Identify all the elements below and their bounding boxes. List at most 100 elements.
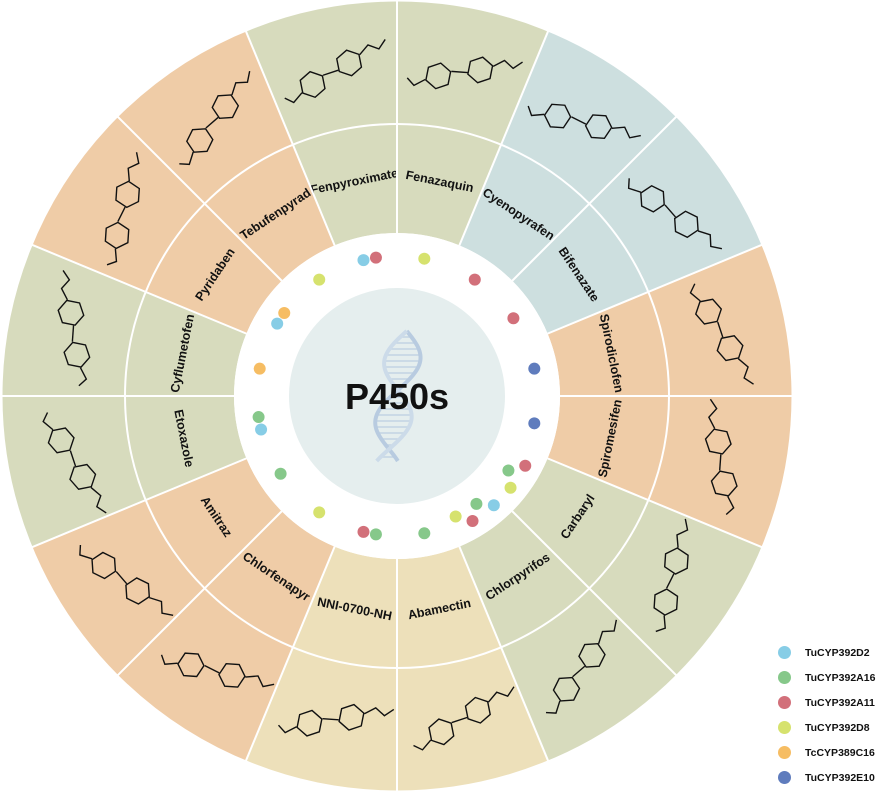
enzyme-dot-a11 (468, 273, 481, 286)
legend-label: TuCYP392D2 (805, 646, 870, 659)
legend-item: TcCYP389C16 (778, 740, 888, 765)
segment-divider (458, 30, 550, 246)
segment-fill (459, 31, 677, 281)
enzyme-dot-a16 (502, 464, 515, 477)
enzyme-dot-a16 (470, 497, 483, 510)
chemical-structure-icon (160, 652, 275, 688)
enzyme-dot-c16 (253, 362, 266, 375)
enzyme-dot-d8 (313, 273, 326, 286)
chemical-structure-icon (277, 703, 395, 737)
enzyme-dot-d2 (357, 254, 370, 267)
enzyme-dot-e10 (528, 417, 541, 430)
segment-spirodiclofen: Spirodiclofen (547, 244, 792, 396)
center-circle (289, 288, 505, 504)
segment-cyflumetofen: Cyflumetofen (2, 244, 247, 396)
enzyme-dot-d2 (487, 499, 500, 512)
enzyme-dot-a11 (369, 251, 382, 264)
enzyme-dot-d2 (255, 423, 268, 436)
enzyme-dot-d8 (418, 252, 431, 265)
segment-fill (512, 116, 762, 334)
segment-fill (1, 396, 247, 548)
enzyme-dot-a16 (418, 527, 431, 540)
segment-divider (547, 243, 763, 335)
segment-divider (31, 243, 247, 335)
enzyme-dot-a16 (369, 528, 382, 541)
legend-label: TuCYP392E10 (805, 771, 875, 784)
legend-dot-icon (778, 721, 791, 734)
segment-fill (32, 458, 282, 676)
chemical-structure-icon (653, 518, 689, 633)
chemical-structure-icon (406, 56, 523, 90)
legend-dot-icon (778, 746, 791, 759)
legend-dot-icon (778, 696, 791, 709)
segment-abamectin: Abamectin (397, 546, 549, 791)
chemical-structure-icon (704, 398, 738, 516)
enzyme-dot-d8 (313, 506, 326, 519)
segment-nni-0700-nh: NNI-0700-NH (245, 546, 397, 791)
segment-divider (458, 546, 550, 762)
segment-fill (2, 244, 247, 396)
enzyme-dot-c16 (278, 307, 291, 320)
segment-chlorpyrifos: Chlorpyrifos (459, 511, 677, 761)
segment-fill (32, 116, 282, 334)
segment-fenpyroximate: Fenpyroximate (245, 1, 399, 246)
segment-fill (512, 458, 762, 676)
segment-spiromesifen: Spiromesifen (547, 396, 792, 548)
compound-segments: FenazaquinCyenopyrafenBifenazateSpirodic… (1, 1, 792, 791)
segment-bifenazate: Bifenazate (512, 116, 762, 334)
chemical-structure-icon (179, 70, 251, 166)
enzyme-dot-a16 (252, 411, 265, 424)
legend-item: TuCYP392A11 (778, 690, 888, 715)
segment-carbaryl: Carbaryl (512, 458, 762, 676)
segment-amitraz: Amitraz (32, 458, 282, 676)
enzyme-dot-d2 (271, 317, 284, 330)
legend-label: TuCYP392A16 (805, 671, 876, 684)
legend-item: TuCYP392A16 (778, 665, 888, 690)
label-ring-border (124, 123, 670, 669)
segment-fill (117, 511, 335, 761)
legend-item: TuCYP392D8 (778, 715, 888, 740)
segment-chlorfenapyr: Chlorfenapyr (117, 511, 335, 761)
center-title: P450s (345, 376, 449, 417)
segment-fill (397, 1, 549, 246)
chemical-structure-icon (413, 686, 515, 751)
segment-divider (244, 546, 336, 762)
enzyme-dot-a11 (466, 514, 479, 527)
enzyme-dot-a11 (357, 525, 370, 538)
chemical-structure-icon (689, 283, 754, 385)
chemical-structure-icon (284, 39, 386, 104)
segment-divider (116, 510, 283, 677)
chemical-structure-icon (627, 178, 723, 250)
segment-divider (511, 115, 678, 282)
segment-divider (547, 457, 763, 549)
outer-border (1, 0, 793, 792)
legend-item: TuCYP392D2 (778, 640, 888, 665)
chemical-structure-icon (79, 544, 174, 617)
chemical-structure-icon (104, 152, 141, 266)
segment-fill (245, 1, 397, 246)
segment-fenazaquin: Fenazaquin (397, 1, 549, 246)
chemical-structure-icon (527, 103, 641, 140)
segment-divider (116, 115, 283, 282)
legend-label: TuCYP392D8 (805, 721, 870, 734)
legend-dot-icon (778, 646, 791, 659)
legend-dot-icon (778, 771, 791, 784)
legend-dot-icon (778, 671, 791, 684)
enzyme-dot-e10 (528, 362, 541, 375)
enzyme-dot-a11 (507, 312, 520, 325)
legend-label: TuCYP392A11 (805, 696, 875, 709)
segment-cyenopyrafen: Cyenopyrafen (459, 31, 677, 281)
segment-fill (117, 31, 335, 281)
enzyme-dots (252, 251, 541, 541)
chemical-structure-icon (545, 619, 618, 714)
segment-tebufenpyrad: Tebufenpyrad (117, 31, 335, 281)
segment-divider (244, 30, 336, 246)
legend-item: TuCYP392E10 (778, 765, 888, 790)
enzyme-dot-a16 (274, 467, 287, 480)
enzyme-dot-d8 (504, 481, 517, 494)
segment-divider (31, 457, 247, 549)
enzyme-dot-a11 (519, 459, 532, 472)
chemical-structure-icon (42, 412, 107, 514)
